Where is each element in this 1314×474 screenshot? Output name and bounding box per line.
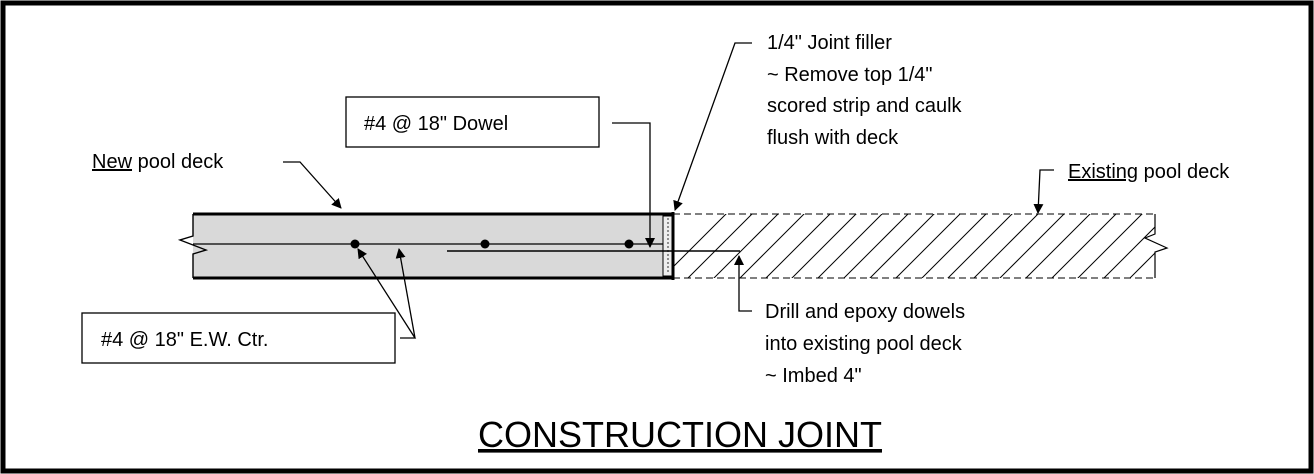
drill-epoxy-note-line: into existing pool deck xyxy=(765,333,963,355)
rebar-leader-2 xyxy=(395,248,416,339)
joint-filler-leader xyxy=(673,42,752,211)
hatch-line xyxy=(687,214,753,278)
dowel-callout-text: #4 @ 18" Dowel xyxy=(364,113,508,135)
hatch-line xyxy=(869,214,935,278)
hatch-line xyxy=(1154,212,1222,280)
joint-filler-note-line: flush with deck xyxy=(767,127,899,149)
hatch-line xyxy=(921,214,987,278)
hatch-line xyxy=(673,214,727,268)
existing-deck-label-underlined: Existing xyxy=(1068,161,1138,183)
joint-filler-note-line: scored strip and caulk xyxy=(767,95,963,117)
existing-deck-label-rest: pool deck xyxy=(1138,161,1230,183)
hatch-line xyxy=(1232,212,1300,280)
dowel-leader xyxy=(612,122,655,248)
left-break-line xyxy=(177,214,209,278)
hatch-line xyxy=(973,214,1039,278)
hatch-line xyxy=(817,214,883,278)
hatch-line xyxy=(1051,214,1117,278)
hatch-line xyxy=(713,214,779,278)
joint-filler-note: 1/4" Joint filler ~ Remove top 1/4" scor… xyxy=(767,32,967,149)
rebar-dot xyxy=(624,239,634,249)
new-slab-fill xyxy=(193,214,673,278)
drill-epoxy-note-line: Drill and epoxy dowels xyxy=(765,301,965,323)
existing-deck-leader xyxy=(1033,169,1054,214)
hatch-line xyxy=(843,214,909,278)
detail-title: CONSTRUCTION JOINT xyxy=(478,414,882,455)
hatch-line xyxy=(739,214,805,278)
rebar-dot xyxy=(350,239,360,249)
hatch-line xyxy=(1129,252,1155,278)
hatch-line xyxy=(1077,214,1143,278)
hatch-line xyxy=(791,214,857,278)
joint-filler-note-line: ~ Remove top 1/4" xyxy=(767,64,933,86)
existing-slab-hatch xyxy=(673,212,1300,280)
rebar-callout-box xyxy=(81,312,396,364)
rebar-dot xyxy=(480,239,490,249)
hatch-line xyxy=(1025,214,1091,278)
hatch-line xyxy=(1103,226,1155,278)
hatch-line xyxy=(947,214,1013,278)
right-break-line xyxy=(1143,214,1169,278)
rebar-callout-text: #4 @ 18" E.W. Ctr. xyxy=(101,329,268,351)
new-deck-label-underlined: New xyxy=(92,151,133,173)
dowel-callout-box xyxy=(345,96,600,148)
joint-filler-note-line: 1/4" Joint filler xyxy=(767,32,892,54)
hatch-line xyxy=(1206,212,1274,280)
hatch-line xyxy=(895,214,961,278)
new-deck-leader xyxy=(283,161,342,209)
drill-epoxy-leader xyxy=(734,255,752,312)
drill-epoxy-note-line: ~ Imbed 4" xyxy=(765,365,862,387)
new-deck-label-rest: pool deck xyxy=(132,151,224,173)
existing-deck-label: Existing pool deck xyxy=(1068,161,1230,183)
drill-epoxy-note: Drill and epoxy dowels into existing poo… xyxy=(765,301,971,387)
hatch-line xyxy=(1180,212,1248,280)
hatch-line xyxy=(999,214,1065,278)
hatch-line xyxy=(765,214,831,278)
new-deck-label: New pool deck xyxy=(92,151,224,173)
